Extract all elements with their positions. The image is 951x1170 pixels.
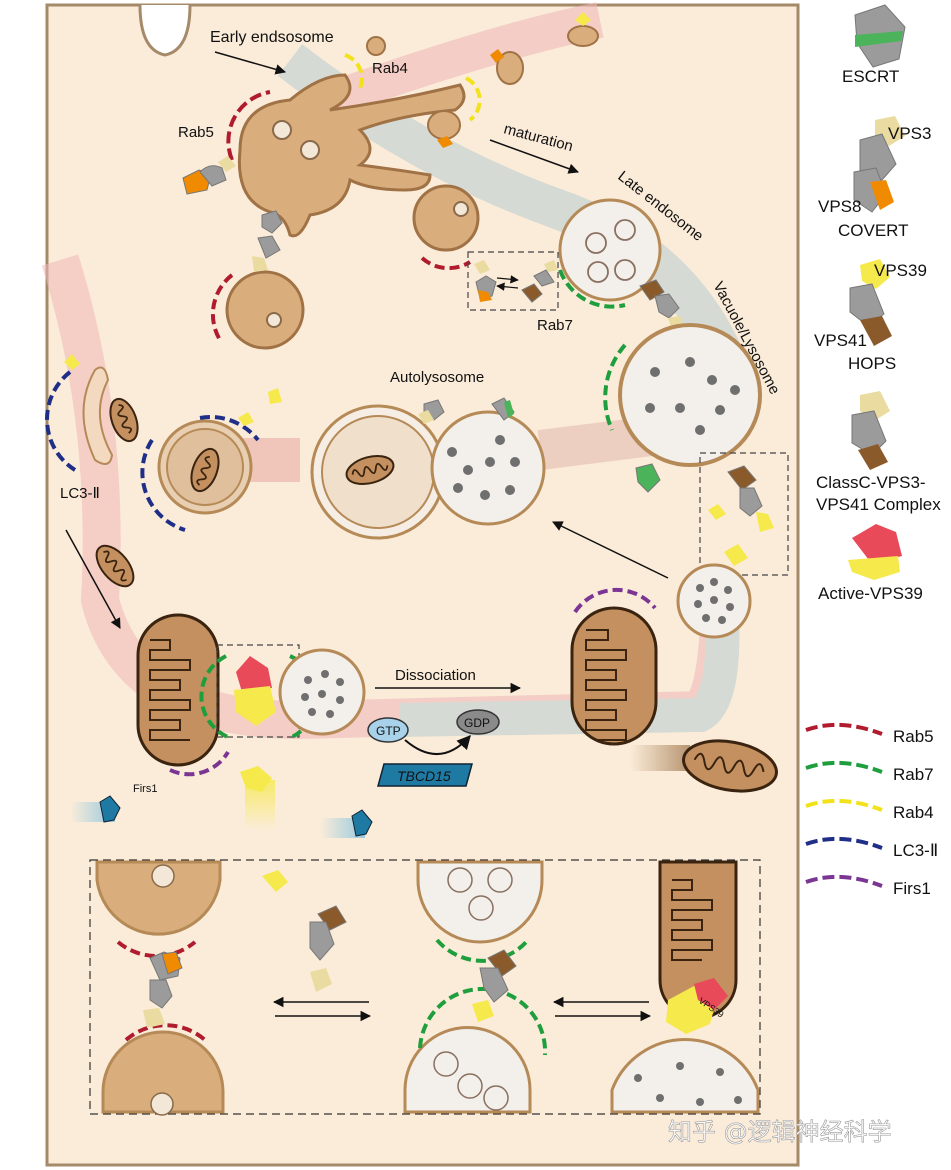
firs1-label: Firs1 [133,783,157,795]
mdv-to-autolysosome-arrow [552,521,669,579]
mitochondrion-right [570,587,658,746]
lysosome [603,323,762,493]
mitochondrion-small-right [682,739,778,793]
mitochondria-derived-vesicle [676,563,752,639]
legend-vps8: VPS8 [818,197,861,216]
mdv-tether-inset [699,452,789,576]
tether-inset [467,251,559,311]
hops-icon [860,259,890,289]
rab4-label: Rab4 [372,60,408,77]
mitochondrion-left [136,613,230,777]
legend-line-label: Rab4 [893,803,934,822]
rab4-arc [344,53,364,94]
legend-active-vps39: Active-VPS39 [818,584,923,603]
legend-line-label: Rab5 [893,727,934,746]
legend-classc-line1: ClassC-VPS3- [816,473,926,492]
gdp-badge [456,709,500,735]
gtp-badge [367,717,409,743]
rab4-vesicle [366,36,386,56]
autolysosome-label: Autolysosome [390,369,484,386]
late-endosome [558,198,662,309]
legend-vps3: VPS3 [888,124,931,143]
legend-line-firs1 [805,874,883,888]
legend-line-rab5 [805,722,883,736]
gtp-gdp-cycle [367,709,500,787]
rab4-arc-2 [464,76,482,122]
tbcd15-box [377,763,473,787]
lc3-label: LC3-Ⅱ [60,485,100,502]
recycling-flow-band [324,2,604,117]
active-vps39-icon [852,524,902,564]
hops-on-late-endosome [639,279,684,330]
autolysosome [310,397,546,540]
legend-classc-line2: VPS41 Complex [816,495,941,514]
dissociation-inset [199,644,366,740]
tbcd15-text: TBCD15 [397,768,451,784]
rab7-label: Rab7 [537,317,573,334]
recycling-vesicles [427,12,599,148]
legend-line-label: LC3-Ⅱ [893,841,938,860]
gdp-text: GDP [464,716,490,730]
rab5-arc [226,90,271,161]
legend-line-rab7 [805,760,883,774]
legend-covert: COVERT [838,221,909,240]
cell-invagination [138,4,192,57]
legend-line-label: Firs1 [893,879,931,898]
small-endosomes [210,184,480,350]
maturation-arrow [489,139,579,174]
legend [848,4,906,580]
early-endosome-label: Early endsosome [210,29,334,46]
autophagy-structures [45,354,282,532]
free-mitochondrion [95,544,135,588]
watermark: 知乎 @逻辑神经科学 [668,1118,892,1146]
legend-line-label: Rab7 [893,765,934,784]
legend-line-rab4 [805,798,883,812]
early-endosome-pointer [214,51,287,75]
bottom-panel [89,859,761,1116]
early-endosome [226,53,482,238]
legend-vps39: VPS39 [874,261,927,280]
covert-tether [182,156,283,272]
gtp-text: GTP [376,724,401,738]
legend-line-lc3 [805,836,883,850]
dissociation-label: Dissociation [395,667,476,684]
rab5-label: Rab5 [178,124,214,141]
legend-escrt: ESCRT [842,67,899,86]
lc3-pointer [65,529,121,629]
fading-proteins [70,745,690,838]
legend-vps41: VPS41 [814,331,867,350]
legend-hops: HOPS [848,354,896,373]
